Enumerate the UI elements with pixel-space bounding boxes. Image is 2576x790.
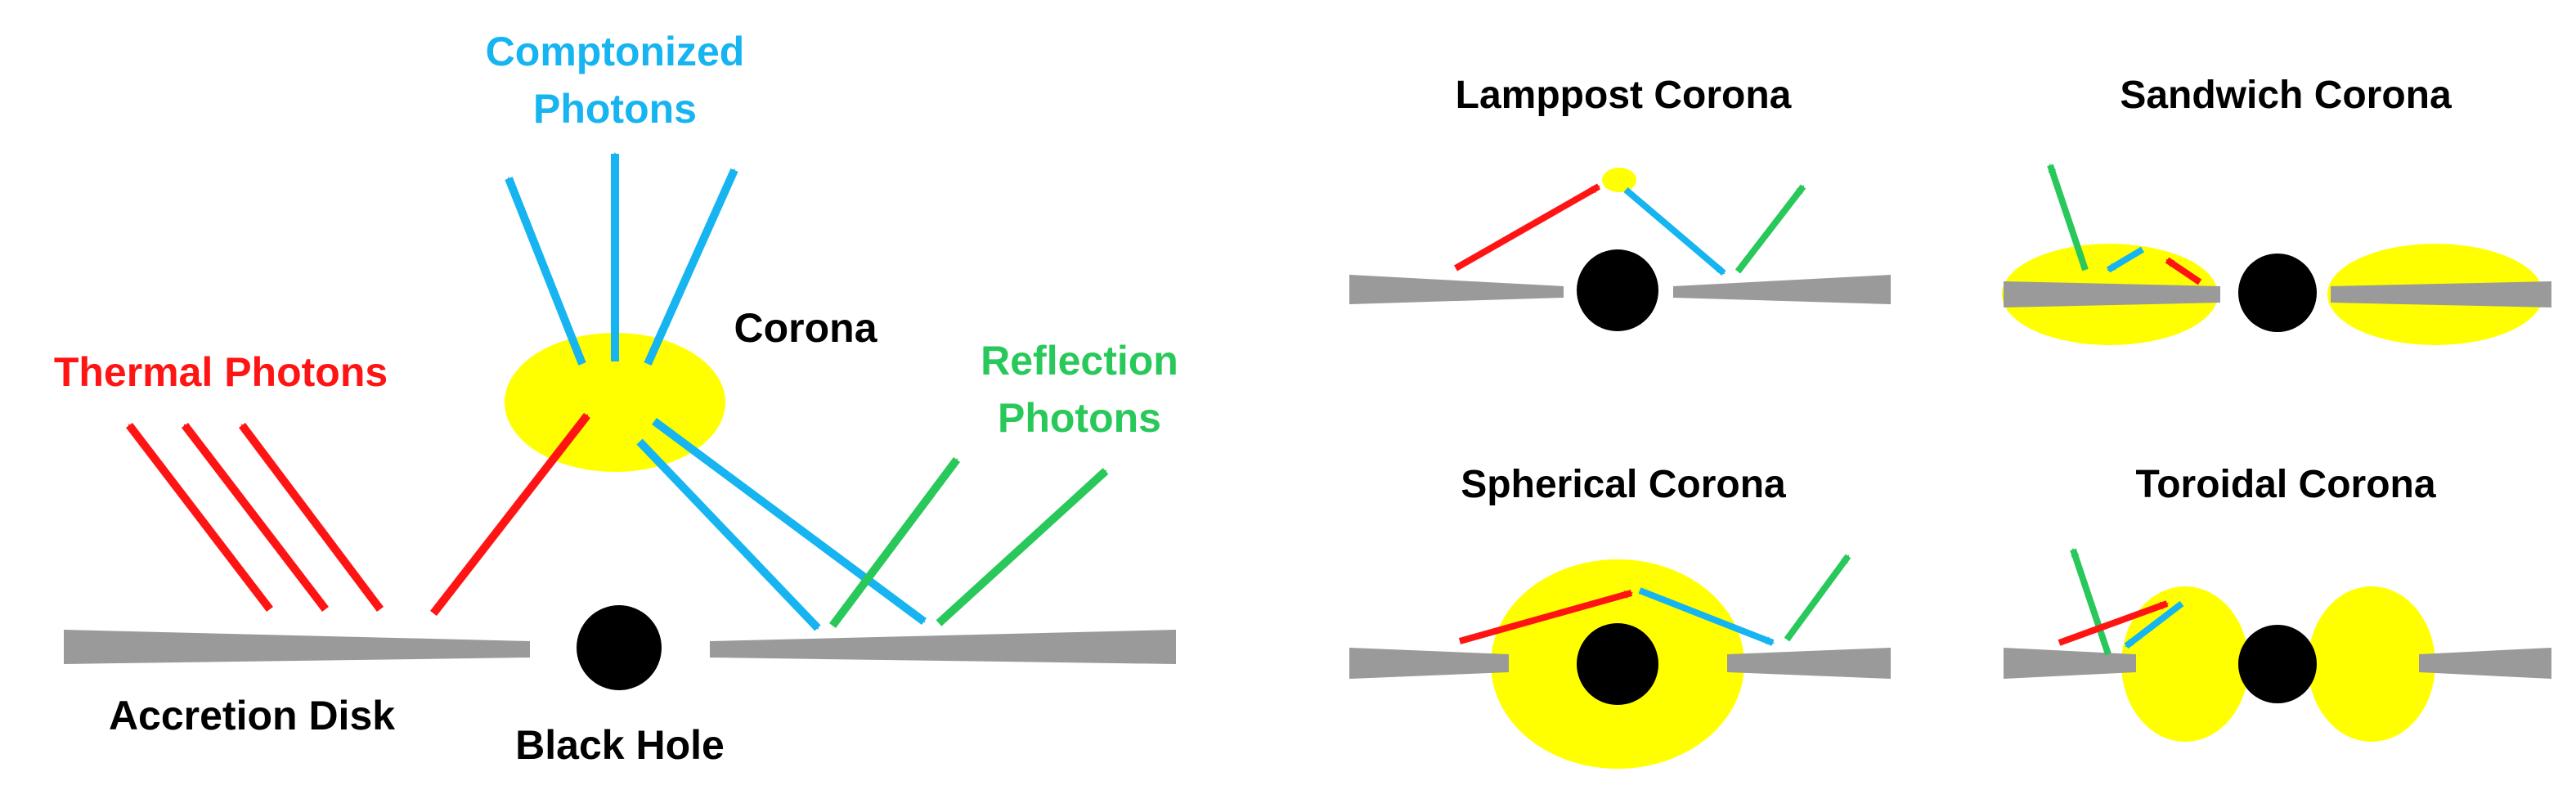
label-reflection-line1: Reflection [981,338,1178,384]
panel-toroidal-corona: Toroidal Corona [2004,463,2551,742]
reflection-photon-arrows [828,457,1109,628]
thermal-photon-arrows [126,412,590,617]
thermal-arrow [126,422,273,613]
main-diagram: Comptonized Photons Corona Thermal Photo… [54,29,1178,768]
reflection-arrow [936,468,1109,626]
label-comptonized-line1: Comptonized [486,29,745,74]
accretion-disk-left [1349,648,1509,679]
reflection-arrow [1735,184,1806,274]
accretion-disk-left [1349,275,1564,304]
panel-spherical-corona: Spherical Corona [1349,463,1891,769]
panel-title: Spherical Corona [1461,463,1786,506]
thermal-arrow-to-corona [430,412,590,617]
comptonized-arrow-to-disk [652,417,927,626]
panel-sandwich-corona: Sandwich Corona [2002,74,2551,345]
accretion-disk-left [64,630,530,664]
panel-title: Lamppost Corona [1456,74,1792,117]
comptonized-arrow-to-disk [636,438,821,631]
panel-title: Sandwich Corona [2120,74,2452,117]
accretion-disk-left [2004,648,2136,679]
reflection-arrow [1784,554,1851,642]
accretion-disk-right [2331,281,2551,307]
corona-left [2121,586,2249,742]
corona-right [2308,586,2435,742]
accretion-disk-right [1673,275,1891,304]
thermal-arrow [1454,183,1600,272]
label-corona: Corona [734,305,878,351]
black-hole [1577,623,1658,705]
reflection-arrow [828,457,961,628]
reflection-arrow [2047,164,2089,272]
comptonized-arrow [2124,600,2184,649]
accretion-disk-left [2004,281,2220,307]
comptonized-arrow [1623,186,1726,276]
label-thermal-photons: Thermal Photons [54,349,388,395]
comptonized-arrow [505,177,586,366]
comptonized-arrow [2106,246,2145,273]
label-black-hole: Black Hole [515,722,725,768]
reflection-arrow [2070,548,2112,656]
corona [1602,168,1636,192]
accretion-disk-right [2419,648,2551,679]
thermal-arrow [239,422,384,613]
comptonized-photon-arrows [505,152,927,631]
label-comptonized-line2: Photons [533,86,697,132]
black-hole [577,605,662,690]
thermal-arrow [2058,600,2169,646]
comptonized-arrow [1638,587,1775,646]
comptonized-arrow [644,168,738,366]
label-reflection-line2: Photons [998,395,1161,441]
accretion-disk-right [710,630,1176,664]
black-hole [2238,254,2317,332]
panel-lamppost-corona: Lamppost Corona [1349,74,1891,331]
black-hole [2238,625,2317,703]
accretion-disk-right [1727,648,1891,679]
thermal-arrow [182,422,329,613]
black-hole [1577,249,1658,331]
label-accretion-disk: Accretion Disk [109,693,395,738]
panel-title: Toroidal Corona [2135,463,2435,506]
thermal-arrow [2165,257,2202,285]
thermal-arrow [1458,590,1633,644]
